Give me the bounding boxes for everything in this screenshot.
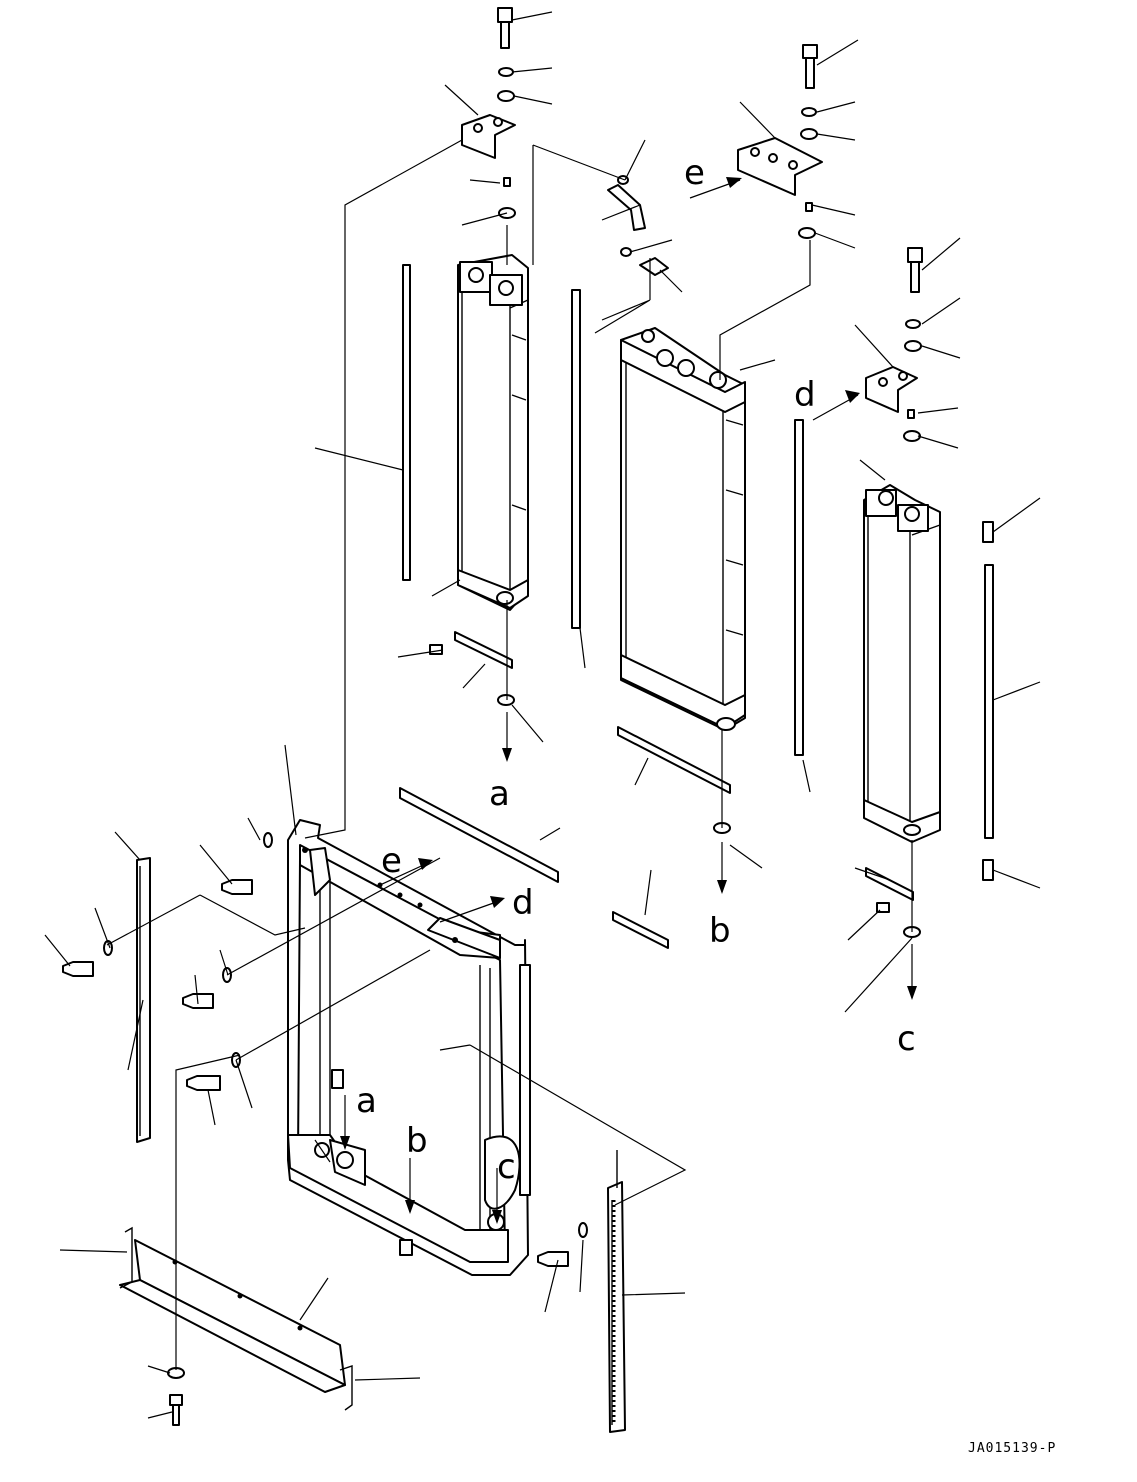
left-radiator-core [457, 254, 529, 611]
callout-d-frame: d [512, 883, 534, 923]
direction-arrows [340, 177, 917, 1224]
drawing-id: JA015139-P [968, 1441, 1056, 1456]
callout-e-frame: e [381, 841, 402, 881]
leader-lines [44, 11, 1041, 1419]
seal-strips [399, 264, 994, 949]
callout-a-center: a [489, 774, 510, 814]
callout-labels: a b c e d e d a b c [356, 153, 916, 1187]
callout-c-frame: c [497, 1147, 516, 1187]
bolts-and-washers [497, 7, 923, 938]
callout-d-top: d [794, 375, 816, 415]
center-radiator-core [620, 327, 746, 731]
frame-bolts [62, 832, 588, 1426]
callout-c-right: c [897, 1019, 916, 1059]
right-radiator-core [863, 484, 941, 843]
callout-b-frame: b [406, 1121, 428, 1161]
bottom-seal-plate [119, 1226, 353, 1411]
callout-b-center: b [709, 911, 731, 951]
callout-e-top: e [684, 153, 705, 193]
callout-a-frame: a [356, 1081, 377, 1121]
side-seal-plates [136, 857, 626, 1433]
main-frame [287, 819, 531, 1276]
